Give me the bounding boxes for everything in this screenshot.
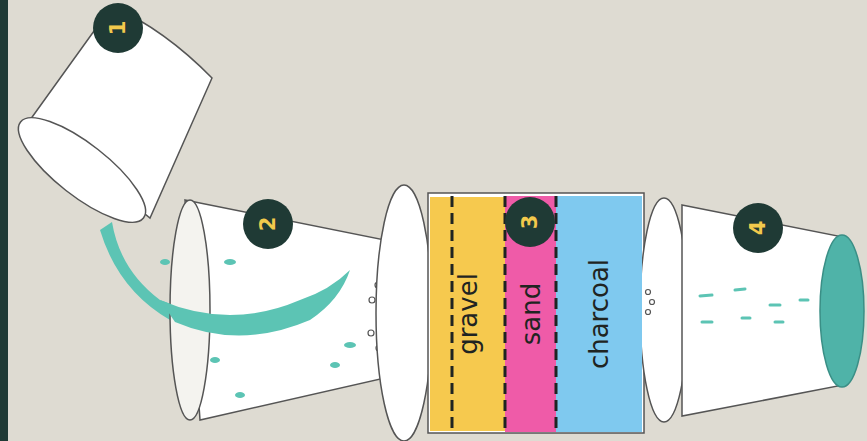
- water-drop: [702, 321, 712, 324]
- callout-circles: [93, 3, 783, 253]
- cup-lid: [640, 198, 688, 422]
- clean-water: [820, 235, 864, 387]
- callout-circle: [93, 3, 143, 53]
- water-drop: [700, 295, 712, 296]
- filter-layer: sand: [505, 196, 556, 432]
- callout-number: 1: [108, 21, 129, 36]
- callout-circle: [243, 199, 293, 249]
- dashed-divider: [451, 196, 454, 432]
- water-drop: [775, 321, 783, 324]
- water-drops: [700, 289, 808, 322]
- filter-layer: charcoal: [556, 196, 642, 432]
- layer-dividers: [452, 196, 556, 432]
- callout-number: 2: [258, 217, 279, 232]
- cup-holes: [646, 290, 655, 315]
- callout-circle: [733, 203, 783, 253]
- callout-circle: [505, 197, 555, 247]
- layer-label: sand: [518, 283, 544, 345]
- water-drop: [224, 259, 236, 265]
- dashed-divider: [555, 196, 558, 432]
- callout-number: 4: [748, 221, 769, 236]
- water-drop: [770, 304, 780, 307]
- water-drop: [235, 392, 245, 398]
- hole: [369, 297, 375, 303]
- edge-strip: [0, 0, 8, 441]
- layer-label: gravel: [455, 273, 481, 355]
- cup-lid: [376, 185, 432, 441]
- filter-layer: gravel: [430, 197, 505, 431]
- water-stream: [160, 270, 350, 336]
- dashed-divider: [504, 196, 507, 432]
- layer-label: charcoal: [586, 259, 612, 369]
- hole: [646, 290, 651, 295]
- filter-cup: [428, 193, 644, 433]
- water-drop: [344, 342, 356, 348]
- hole: [650, 300, 655, 305]
- water-drop: [742, 317, 750, 320]
- water-drop: [210, 357, 220, 363]
- hole: [368, 330, 374, 336]
- water-drop: [800, 299, 808, 302]
- water-drop: [330, 362, 340, 368]
- hole: [646, 310, 651, 315]
- collection-cup: [682, 205, 838, 416]
- cup-rim: [5, 101, 160, 238]
- water-drops: [160, 259, 356, 398]
- water-drop: [735, 289, 745, 290]
- water-drop: [160, 259, 170, 265]
- callout-number: 3: [520, 215, 541, 230]
